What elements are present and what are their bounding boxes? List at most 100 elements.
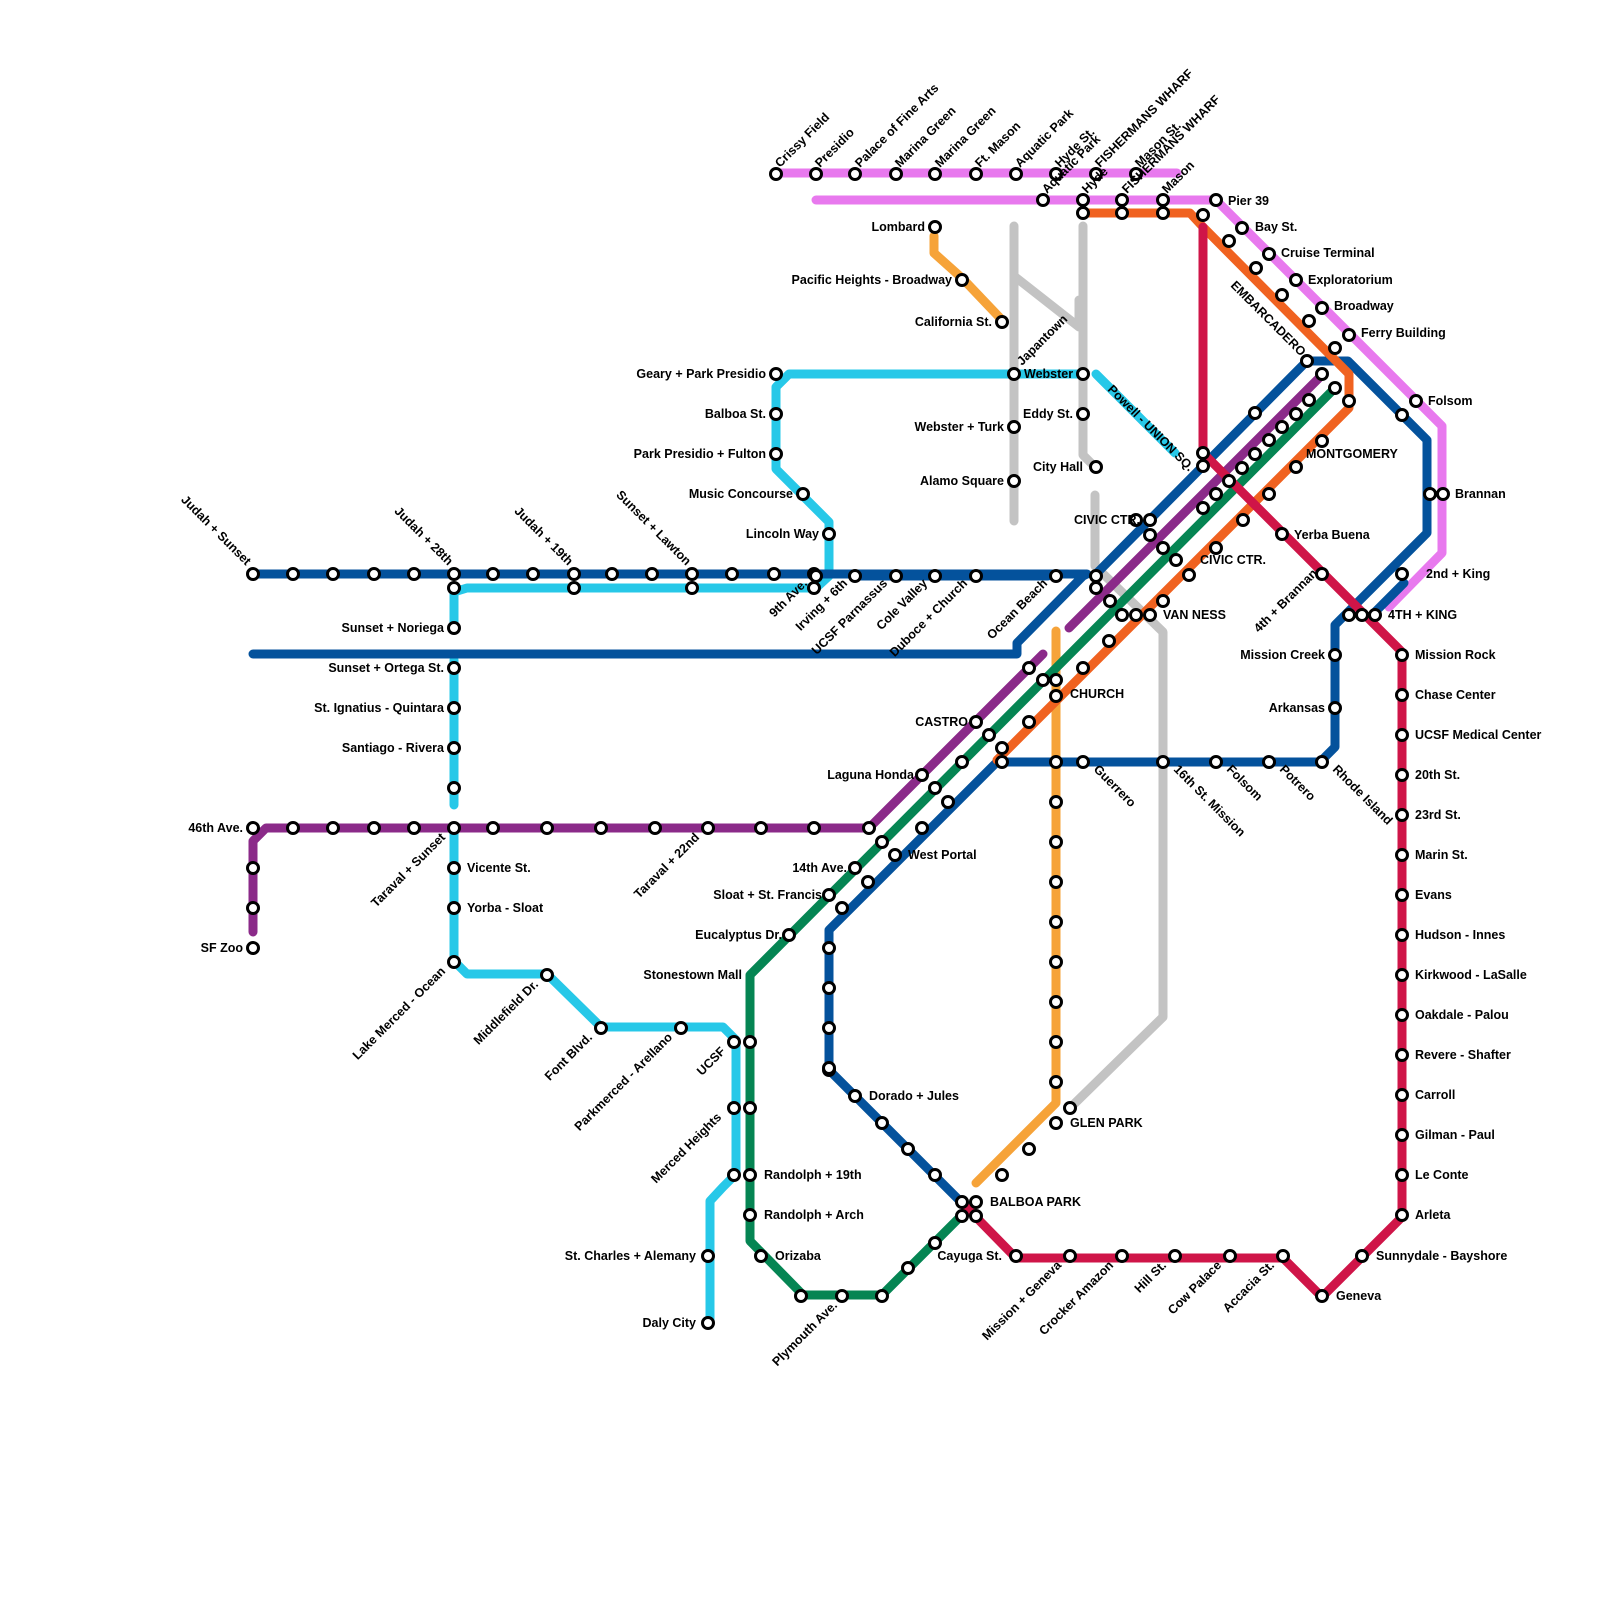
station-marker[interactable] [984, 730, 995, 741]
station-marker[interactable] [687, 583, 698, 594]
station-marker[interactable] [1397, 410, 1408, 421]
station-marker[interactable] [997, 757, 1008, 768]
station-marker[interactable] [930, 783, 941, 794]
station-label[interactable]: Webster [1024, 367, 1073, 381]
station-label[interactable]: CIVIC CTR. [1074, 513, 1140, 527]
station-marker[interactable] [824, 890, 835, 901]
station-marker[interactable] [957, 1197, 968, 1208]
station-marker[interactable] [1397, 810, 1408, 821]
station-marker[interactable] [1302, 356, 1313, 367]
station-marker[interactable] [449, 783, 460, 794]
station-label[interactable]: Sunset + Lawton [613, 488, 693, 568]
station-marker[interactable] [1411, 396, 1422, 407]
station-marker[interactable] [769, 569, 780, 580]
station-marker[interactable] [1051, 1118, 1062, 1129]
station-marker[interactable] [729, 1103, 740, 1114]
station-marker[interactable] [756, 1251, 767, 1262]
station-marker[interactable] [369, 569, 380, 580]
station-marker[interactable] [1237, 223, 1248, 234]
station-label[interactable]: 4th + Brannan [1251, 566, 1320, 635]
station-marker[interactable] [703, 823, 714, 834]
station-marker[interactable] [891, 169, 902, 180]
station-marker[interactable] [607, 569, 618, 580]
station-marker[interactable] [1011, 169, 1022, 180]
station-marker[interactable] [328, 823, 339, 834]
station-marker[interactable] [1211, 757, 1222, 768]
station-marker[interactable] [1397, 770, 1408, 781]
station-marker[interactable] [1024, 717, 1035, 728]
station-marker[interactable] [488, 823, 499, 834]
station-marker[interactable] [1051, 997, 1062, 1008]
station-marker[interactable] [1158, 208, 1169, 219]
station-label[interactable]: CHURCH [1070, 687, 1124, 701]
station-label[interactable]: Webster + Turk [915, 420, 1005, 434]
station-marker[interactable] [1184, 570, 1195, 581]
station-marker[interactable] [1317, 369, 1328, 380]
station-marker[interactable] [1224, 476, 1235, 487]
station-label[interactable]: Mission Creek [1240, 648, 1325, 662]
station-label[interactable]: Revere - Shafter [1415, 1048, 1511, 1062]
station-marker[interactable] [1051, 675, 1062, 686]
station-marker[interactable] [930, 169, 941, 180]
station-label[interactable]: Powell - UNION SQ. [1105, 382, 1197, 474]
station-marker[interactable] [1370, 610, 1381, 621]
station-marker[interactable] [1251, 263, 1262, 274]
station-marker[interactable] [569, 583, 580, 594]
station-marker[interactable] [837, 903, 848, 914]
station-label[interactable]: Ferry Building [1361, 326, 1446, 340]
station-label[interactable]: Judah + Sunset [178, 493, 254, 569]
station-marker[interactable] [811, 169, 822, 180]
station-marker[interactable] [542, 970, 553, 981]
station-label[interactable]: Merced Heights [648, 1110, 724, 1186]
station-marker[interactable] [824, 943, 835, 954]
station-marker[interactable] [1397, 890, 1408, 901]
station-marker[interactable] [1344, 396, 1355, 407]
station-marker[interactable] [1145, 515, 1156, 526]
station-marker[interactable] [1078, 208, 1089, 219]
station-marker[interactable] [1117, 1251, 1128, 1262]
station-marker[interactable] [811, 571, 822, 582]
station-label[interactable]: Chase Center [1415, 688, 1496, 702]
station-label[interactable]: Pacific Heights - Broadway [792, 273, 953, 287]
station-label[interactable]: Sunset + Noriega [342, 621, 446, 635]
station-marker[interactable] [1225, 1251, 1236, 1262]
station-marker[interactable] [1158, 195, 1169, 206]
station-label[interactable]: UCSF [694, 1044, 728, 1078]
station-label[interactable]: St. Charles + Alemany [565, 1249, 696, 1263]
station-label[interactable]: 4TH + KING [1388, 608, 1457, 622]
station-label[interactable]: Yerba Buena [1294, 528, 1371, 542]
station-marker[interactable] [703, 1318, 714, 1329]
station-marker[interactable] [930, 222, 941, 233]
station-marker[interactable] [971, 1197, 982, 1208]
station-label[interactable]: Vicente St. [467, 861, 531, 875]
station-label[interactable]: Daly City [643, 1316, 697, 1330]
station-label[interactable]: Taraval + 22nd [631, 830, 702, 901]
station-marker[interactable] [1264, 489, 1275, 500]
station-marker[interactable] [930, 571, 941, 582]
station-marker[interactable] [1105, 596, 1116, 607]
station-label[interactable]: Oakdale - Palou [1415, 1008, 1509, 1022]
station-marker[interactable] [809, 823, 820, 834]
station-label[interactable]: Gilman - Paul [1415, 1128, 1495, 1142]
station-label[interactable]: Stonestown Mall [643, 968, 742, 982]
station-marker[interactable] [971, 169, 982, 180]
station-marker[interactable] [1051, 1077, 1062, 1088]
station-label[interactable]: BALBOA PARK [990, 1195, 1081, 1209]
station-marker[interactable] [971, 571, 982, 582]
station-marker[interactable] [824, 1063, 835, 1074]
station-label[interactable]: 23rd St. [1415, 808, 1461, 822]
station-label[interactable]: 14th Ave. [792, 861, 847, 875]
station-marker[interactable] [1425, 489, 1436, 500]
station-marker[interactable] [1024, 1144, 1035, 1155]
station-marker[interactable] [1051, 757, 1062, 768]
station-marker[interactable] [1065, 1251, 1076, 1262]
station-label[interactable]: Exploratorium [1308, 273, 1393, 287]
station-marker[interactable] [1024, 663, 1035, 674]
station-marker[interactable] [1330, 650, 1341, 661]
station-marker[interactable] [727, 569, 738, 580]
station-marker[interactable] [917, 770, 928, 781]
station-label[interactable]: Guerrero [1091, 762, 1139, 810]
station-label[interactable]: Balboa St. [705, 407, 766, 421]
station-marker[interactable] [824, 983, 835, 994]
station-marker[interactable] [1277, 290, 1288, 301]
